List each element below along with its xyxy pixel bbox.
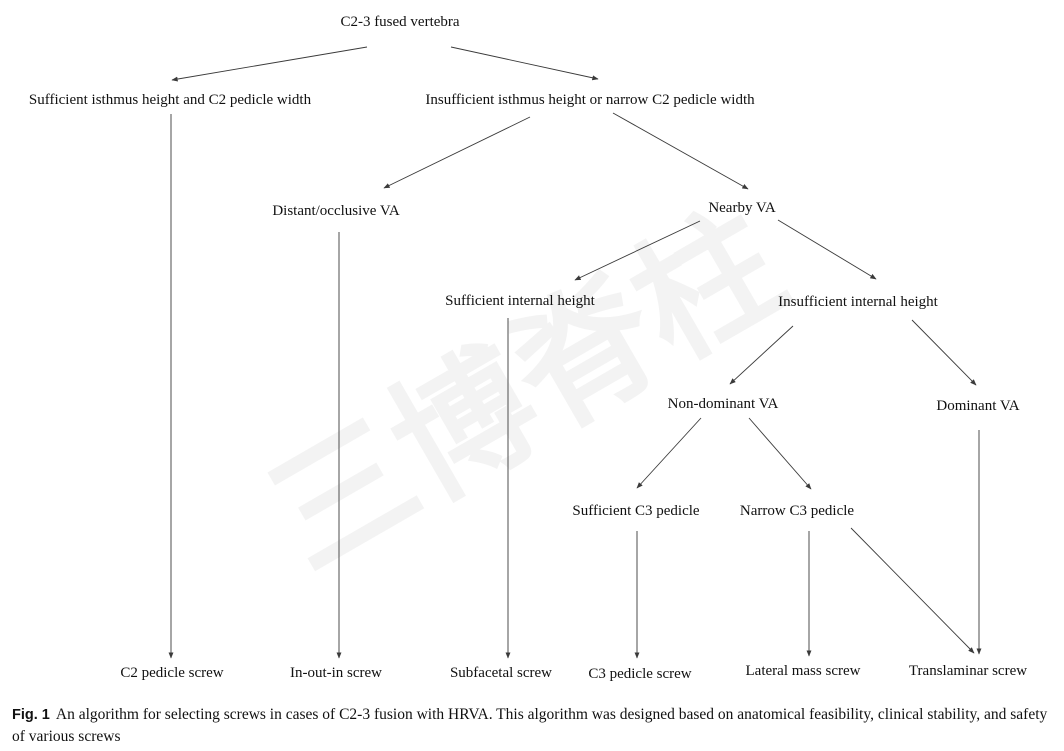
arrow-nearby-va-to-sufficient-internal [574,220,701,281]
node-sufficient-isthmus: Sufficient isthmus height and C2 pedicle… [29,92,312,108]
arrow-insufficient-internal-to-non-dominant-va [729,325,794,385]
arrow-nearby-va-to-insufficient-internal [777,219,877,280]
arrow-root-to-sufficient-isthmus [171,46,368,82]
flowchart-nodes: C2-3 fused vertebra Sufficient isthmus h… [29,14,1027,682]
flowchart-edges [168,46,982,659]
arrow-insufficient-isthmus-to-distant-va [383,116,531,189]
arrow-non-dominant-va-to-narrow-c3 [748,417,812,490]
node-insufficient-internal-height: Insufficient internal height [778,294,939,310]
node-lateral-mass-screw: Lateral mass screw [746,663,861,679]
node-subfacetal-screw: Subfacetal screw [450,665,552,681]
node-insufficient-isthmus: Insufficient isthmus height or narrow C2… [425,92,755,108]
node-in-out-in-screw: In-out-in screw [290,665,382,681]
node-sufficient-internal-height: Sufficient internal height [445,293,596,309]
node-c3-pedicle-screw: C3 pedicle screw [588,666,691,682]
node-translaminar-screw: Translaminar screw [909,663,1027,679]
watermark-text: 三博脊柱 [243,180,809,601]
node-nearby-va: Nearby VA [708,200,776,216]
node-dominant-va: Dominant VA [936,398,1019,414]
arrow-root-to-insufficient-isthmus [450,46,599,81]
node-non-dominant-va: Non-dominant VA [668,396,779,412]
node-sufficient-c3-pedicle: Sufficient C3 pedicle [572,503,700,519]
node-c2-pedicle-screw: C2 pedicle screw [120,665,223,681]
figure-caption-tag: Fig. 1 [12,707,50,723]
node-narrow-c3-pedicle: Narrow C3 pedicle [740,503,854,519]
arrow-insufficient-internal-to-dominant-va [911,319,977,386]
watermark: 三博脊柱 [243,180,809,601]
arrow-non-dominant-va-to-sufficient-c3 [636,417,702,489]
figure-caption-text: An algorithm for selecting screws in cas… [12,706,1048,745]
arrow-narrow-c3-to-translaminar-screw [850,527,975,654]
node-distant-va: Distant/occlusive VA [272,203,400,219]
node-root: C2-3 fused vertebra [340,14,459,30]
arrow-insufficient-isthmus-to-nearby-va [612,112,749,190]
